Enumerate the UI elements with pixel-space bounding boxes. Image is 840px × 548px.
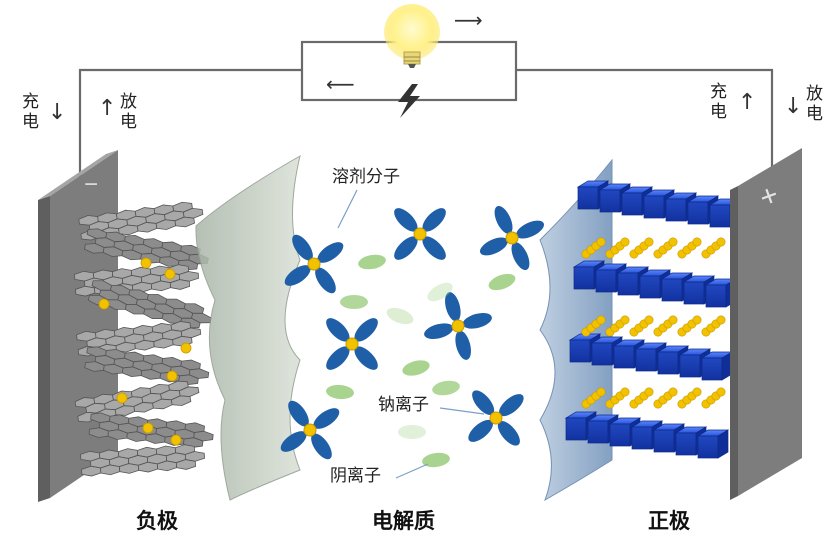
sodium-ion-dot bbox=[620, 237, 630, 247]
discharge-label-left: 放 电 bbox=[120, 92, 137, 132]
arrow-up-left: ↑ bbox=[98, 96, 117, 121]
graphene-sheet bbox=[80, 444, 205, 477]
lightning-bolt-icon bbox=[398, 84, 420, 118]
sodium-ion-dot bbox=[413, 227, 427, 241]
separator-left bbox=[195, 154, 301, 501]
sodium-ion-label: 钠离子 bbox=[378, 395, 429, 415]
sodium-ion-dot bbox=[180, 342, 192, 354]
sodium-ion-dot bbox=[692, 315, 702, 325]
arrow-down-right: ↓ bbox=[784, 94, 803, 119]
arrow-down-left: ↓ bbox=[48, 100, 67, 125]
electrolyte-label: 电解质 bbox=[372, 509, 435, 533]
sodium-ion-dot bbox=[164, 268, 176, 280]
graphene-hex bbox=[170, 395, 192, 406]
sodium-ion-dot bbox=[170, 434, 182, 446]
minus-sign: − bbox=[84, 171, 98, 198]
negative-plate bbox=[38, 150, 118, 502]
discharge-r-char-2: 电 bbox=[806, 104, 823, 124]
sodium-ion-dot bbox=[596, 237, 606, 247]
positive-plate bbox=[730, 148, 802, 500]
sodium-ion-dot bbox=[116, 392, 128, 404]
charge-label-right: 充 电 bbox=[710, 82, 727, 122]
solvent-molecule bbox=[479, 205, 545, 271]
anion-particle bbox=[358, 254, 386, 270]
discharge-char-2: 电 bbox=[120, 112, 137, 132]
anion-particle bbox=[488, 273, 516, 291]
graphene-hex bbox=[169, 279, 191, 290]
graphene-hex bbox=[175, 459, 197, 470]
sodium-ion-dot bbox=[716, 387, 726, 397]
anion-label: 阴离子 bbox=[330, 466, 381, 486]
solvent-molecule-label: 溶剂分子 bbox=[332, 167, 400, 187]
charge-r-char-1: 充 bbox=[710, 82, 727, 102]
solvent-molecule bbox=[394, 208, 446, 260]
solvent-molecule bbox=[468, 390, 524, 446]
anion-particle bbox=[340, 295, 368, 309]
cathode-layers bbox=[564, 180, 742, 459]
graphene-sheet bbox=[76, 321, 202, 357]
sodium-ion-dot bbox=[140, 257, 152, 269]
arrow-right-top: ⟶ bbox=[454, 8, 483, 32]
sodium-ion-dot bbox=[620, 387, 630, 397]
sodium-ion-dot bbox=[303, 423, 317, 437]
positive-electrode-label: 正极 bbox=[648, 509, 690, 533]
cathode-cube bbox=[700, 351, 734, 381]
sodium-ion-dot bbox=[644, 315, 654, 325]
electrolyte-particles bbox=[280, 205, 545, 468]
charge-r-char-2: 电 bbox=[710, 102, 727, 122]
sodium-ion-dot bbox=[692, 387, 702, 397]
sodium-ion-dot bbox=[644, 387, 654, 397]
light-bulb-icon bbox=[384, 4, 440, 68]
anion-particle bbox=[398, 425, 426, 439]
sodium-ion-dot bbox=[345, 337, 359, 351]
charge-char-2: 电 bbox=[22, 112, 39, 132]
sodium-ion-dot bbox=[716, 237, 726, 247]
sodium-ion-dot bbox=[668, 387, 678, 397]
sodium-ion-dot bbox=[596, 315, 606, 325]
graphene-sheet bbox=[88, 412, 214, 448]
sodium-ion-dot bbox=[596, 387, 606, 397]
anion-particle bbox=[326, 384, 354, 400]
graphene-layers bbox=[74, 201, 214, 477]
anion-particle bbox=[422, 452, 450, 468]
discharge-char-1: 放 bbox=[120, 92, 137, 112]
sodium-ion-dot bbox=[166, 370, 178, 382]
anion-particle bbox=[386, 307, 414, 325]
pointer-lines bbox=[337, 189, 485, 479]
sodium-ion-dot bbox=[307, 257, 321, 271]
sodium-ion-dot bbox=[692, 237, 702, 247]
sodium-ion-dot bbox=[489, 411, 503, 425]
sodium-ion-dot bbox=[98, 298, 110, 310]
solvent-molecule bbox=[424, 292, 492, 360]
solvent-molecule bbox=[284, 234, 344, 294]
solvent-molecule bbox=[326, 318, 378, 370]
graphene-sheet bbox=[87, 280, 212, 329]
discharge-label-right: 放 电 bbox=[806, 84, 823, 124]
anion-particle bbox=[402, 360, 430, 376]
discharge-r-char-1: 放 bbox=[806, 84, 823, 104]
sodium-ion-dot bbox=[668, 315, 678, 325]
sodium-ion-dot bbox=[620, 315, 630, 325]
anion-particle bbox=[427, 282, 453, 302]
solvent-molecule bbox=[280, 400, 340, 460]
sodium-ion-dot bbox=[668, 237, 678, 247]
cathode-cube bbox=[696, 429, 730, 459]
arrow-up-right: ↑ bbox=[738, 90, 757, 115]
sodium-ion-dot bbox=[505, 231, 519, 245]
circuit-wires bbox=[78, 40, 774, 196]
sodium-ion-dot bbox=[142, 422, 154, 434]
graphene-sheet bbox=[78, 201, 204, 241]
sodium-ion-dot bbox=[644, 237, 654, 247]
charge-label-left: 充 电 bbox=[22, 92, 39, 132]
sodium-ion-dot bbox=[716, 315, 726, 325]
sodium-ion-dot bbox=[451, 319, 465, 333]
negative-electrode-label: 负极 bbox=[136, 509, 178, 533]
anion-particle bbox=[432, 380, 460, 396]
graphene-hex bbox=[174, 216, 195, 228]
arrow-left-bottom: ⟵ bbox=[326, 72, 355, 96]
charge-char-1: 充 bbox=[22, 92, 39, 112]
